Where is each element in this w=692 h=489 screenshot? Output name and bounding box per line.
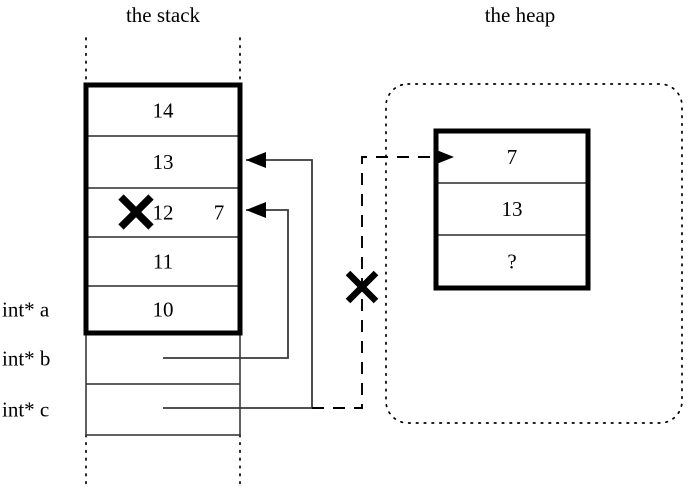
strike-stack-value-12 bbox=[118, 194, 154, 230]
pointer-c-to-stack-13 bbox=[163, 159, 313, 409]
heap-cell-1-value: 13 bbox=[502, 197, 523, 221]
stack-region-title: the stack bbox=[126, 3, 201, 27]
heap-cell-2-value: ? bbox=[507, 250, 516, 274]
stack-cell-11-value: 11 bbox=[153, 250, 173, 274]
stack-cell-14-value: 14 bbox=[153, 99, 175, 123]
arrowhead-stack-7 bbox=[246, 202, 266, 218]
pointer-b-to-stack-7 bbox=[163, 209, 289, 359]
heap-cell-0-value: 7 bbox=[507, 145, 518, 169]
pointer-path-group bbox=[163, 156, 430, 409]
stack-cell-group: 14 13 12 7 11 10 bbox=[86, 99, 240, 385]
heap-block-outline bbox=[433, 128, 591, 291]
arrowhead-heap-0 bbox=[434, 149, 454, 165]
heap-region-boundary bbox=[385, 83, 683, 424]
arrow-head-group bbox=[246, 149, 454, 218]
stack-continuation-guides bbox=[85, 37, 241, 489]
arrowhead-stack-13 bbox=[246, 152, 266, 168]
variable-label-intb: int* b bbox=[2, 347, 50, 371]
stack-cell-10-value: 10 bbox=[153, 298, 174, 322]
strike-dashed-pointer bbox=[345, 270, 379, 304]
variable-label-inta: int* a bbox=[2, 298, 50, 322]
variable-label-intc: int* c bbox=[2, 398, 49, 422]
stack-active-frame-outline bbox=[83, 82, 243, 336]
heap-region-title: the heap bbox=[485, 3, 556, 27]
heap-cell-group: 7 13? bbox=[436, 145, 588, 274]
stack-cell-12-new-value: 7 bbox=[214, 201, 225, 225]
variable-label-group: int* a int* b int* c bbox=[2, 298, 50, 422]
stack-cell-13-value: 13 bbox=[153, 150, 174, 174]
strike-mark-group bbox=[118, 194, 379, 304]
stack-cell-12-value: 12 bbox=[153, 201, 174, 225]
